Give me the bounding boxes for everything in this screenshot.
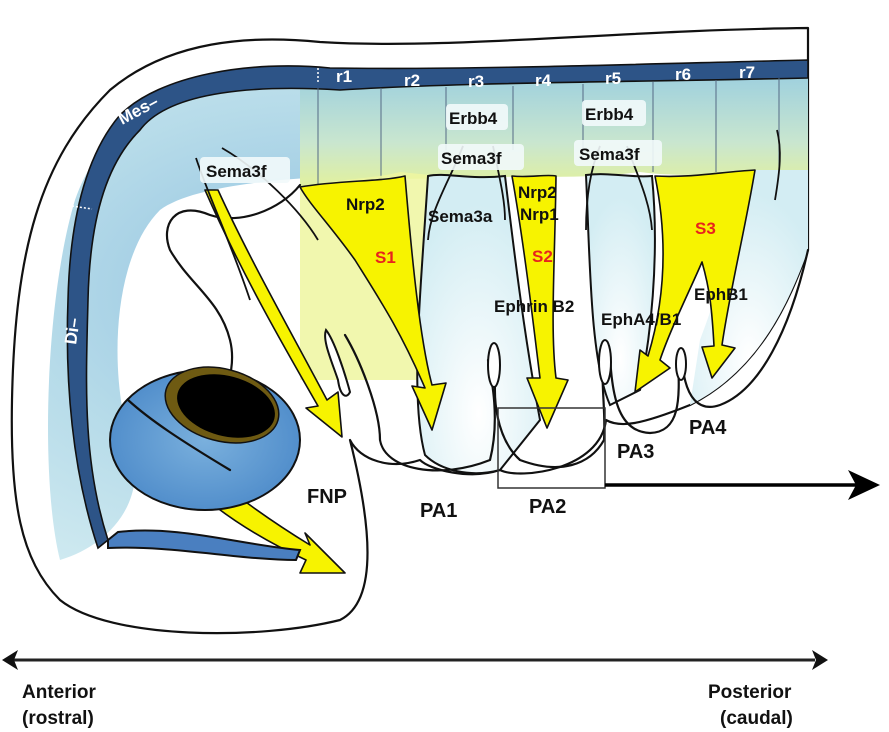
- ap-axis-arrowhead-right: [812, 650, 828, 670]
- label-r1: r1: [336, 67, 352, 86]
- label-pa2: PA2: [529, 496, 566, 518]
- lens-outline: [126, 398, 232, 472]
- label-posterior-sub: (caudal): [720, 708, 793, 729]
- label-r2: r2: [404, 71, 420, 90]
- label-ephb1: EphB1: [694, 285, 748, 304]
- label-sema3f-r3: Sema3f: [441, 149, 502, 168]
- pa2-highlight-box: [497, 407, 606, 489]
- pa4-outline: [680, 248, 810, 408]
- anterior-fold: [165, 183, 302, 392]
- label-r5: r5: [605, 69, 621, 88]
- label-s3: S3: [695, 219, 716, 238]
- label-s1: S1: [375, 248, 396, 267]
- label-r6: r6: [675, 65, 691, 84]
- label-anterior: Anterior: [22, 682, 97, 703]
- label-pa1: PA1: [420, 500, 457, 522]
- label-s2: S2: [532, 247, 553, 266]
- label-fnp: FNP: [307, 486, 347, 508]
- di-mes-boundary: [71, 205, 93, 210]
- pharyngeal-pouches: [324, 328, 687, 397]
- label-pa3: PA3: [617, 441, 654, 463]
- stream-anterior-upper: [204, 189, 343, 438]
- pa3-outline: [608, 353, 680, 435]
- label-pa4: PA4: [689, 417, 727, 439]
- label-nrp2-s2: Nrp2: [518, 183, 557, 202]
- label-posterior: Posterior: [708, 682, 792, 703]
- ap-axis-arrowhead-left: [2, 650, 18, 670]
- label-nrp2-s1: Nrp2: [346, 195, 385, 214]
- label-nrp1-s2: Nrp1: [520, 205, 559, 224]
- label-di: Di–: [61, 317, 83, 346]
- label-r7: r7: [739, 63, 755, 82]
- label-epha4-b1: EphA4/B1: [601, 310, 681, 329]
- label-erbb4-r3: Erbb4: [449, 109, 498, 128]
- pa1-outline: [343, 333, 496, 472]
- stream-s2: [511, 174, 569, 429]
- label-ephrin-b2: Ephrin B2: [494, 297, 574, 316]
- label-sema3f-r5: Sema3f: [579, 145, 640, 164]
- label-erbb4-r5: Erbb4: [585, 105, 634, 124]
- stream-s1: [299, 175, 447, 431]
- label-sema3f-anterior: Sema3f: [206, 162, 267, 181]
- label-r3: r3: [468, 72, 484, 91]
- hindbrain-mesenchyme: [300, 72, 808, 190]
- neural-tube: [66, 59, 809, 550]
- label-sema3a: Sema3a: [428, 207, 493, 226]
- label-r4: r4: [535, 71, 552, 90]
- eye-stalk: [107, 529, 302, 562]
- label-anterior-sub: (rostral): [22, 708, 94, 729]
- pa2-projection-arrowhead: [848, 470, 880, 500]
- stream-s3: [634, 169, 756, 393]
- eye: [177, 374, 275, 438]
